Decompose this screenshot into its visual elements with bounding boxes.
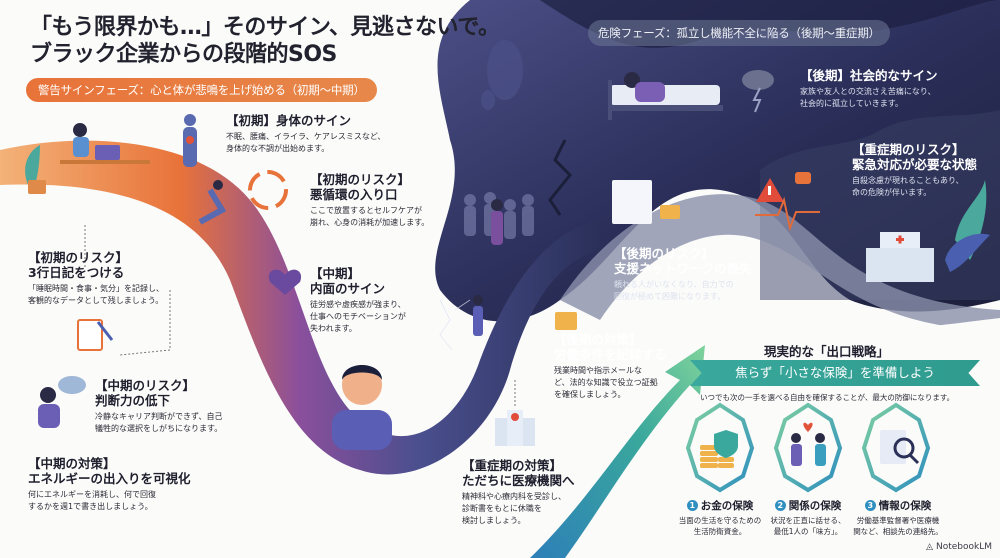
mid-sign-heading-2: 内面のサイン bbox=[310, 281, 386, 296]
late-measure-heading-1: 【後期の対策】 bbox=[554, 332, 642, 347]
mid-sign-block: 【中期】 内面のサイン 徒労感や虚疾感が強まり、 仕事へのモチベーションが 失わ… bbox=[310, 266, 406, 335]
mid-sign-text-1: 徒労感や虚疾感が強まり、 bbox=[310, 300, 406, 309]
insurance-desc-1b: 生活防衛資金。 bbox=[693, 527, 747, 536]
severe-measure-heading-2: ただちに医療機関へ bbox=[462, 473, 575, 488]
mid-measure-block: 【中期の対策】 エネルギーの出入りを可視化 何にエネルギーを消耗し、何で回復 す… bbox=[28, 456, 191, 513]
early-risk-diary-block: 【初期のリスク】 3行日記をつける 「睡眠時間・食事・気分」を記録し、 客観的な… bbox=[28, 250, 164, 307]
severe-risk-block: 【重症期のリスク】 緊急対応が必要な状態 自殺念慮が現れることもあり、 命の危険… bbox=[852, 142, 977, 199]
late-sign-text-1: 家族や友人との交流さえ苦痛になり、 bbox=[800, 87, 936, 96]
late-measure-text-3: を確保しましょう。 bbox=[554, 390, 626, 399]
notebooklm-logo-icon: ◬ bbox=[926, 542, 936, 552]
late-risk-heading-2: 支援ネットワークの喪失 bbox=[614, 261, 752, 276]
severe-measure-block: 【重症期の対策】 ただちに医療機関へ 精神科や心療内科を受診し、 診断書をもとに… bbox=[462, 458, 575, 527]
severe-risk-heading-1: 【重症期のリスク】 bbox=[852, 142, 965, 157]
exit-strategy-subtitle: いつでも次の一手を選べる自由を確保することが、最大の防御になります。 bbox=[700, 393, 955, 402]
mid-sign-text-2: 仕事へのモチベーションが bbox=[310, 312, 406, 321]
severe-measure-heading-1: 【重症期の対策】 bbox=[462, 458, 563, 473]
late-sign-heading: 【後期】社会的なサイン bbox=[800, 68, 938, 83]
late-risk-heading-1: 【後期のリスク】 bbox=[614, 246, 715, 261]
insurance-number-2: 2 bbox=[774, 500, 786, 511]
insurance-title-1: お金の保険 bbox=[700, 500, 754, 512]
early-sign-heading: 【初期】身体のサイン bbox=[226, 113, 352, 128]
insurance-title-3: 情報の保険 bbox=[878, 500, 932, 512]
mid-risk-text-1: 冷静なキャリア判断ができず、自己 bbox=[95, 412, 223, 421]
late-sign-block: 【後期】社会的なサイン 家族や友人との交流さえ苦痛になり、 社会的に孤立していき… bbox=[800, 68, 938, 110]
severe-risk-heading-2: 緊急対応が必要な状態 bbox=[852, 157, 978, 172]
insurance-desc-1a: 当面の生活を守るための bbox=[678, 516, 762, 525]
insurance-title-2: 関係の保険 bbox=[788, 500, 842, 512]
early-sign-text-1: 不眠、腰痛、イライラ、ケアレスミスなど、 bbox=[226, 132, 386, 141]
early-sign-block: 【初期】身体のサイン 不眠、腰痛、イライラ、ケアレスミスなど、 身体的な不調が出… bbox=[226, 113, 385, 155]
mid-risk-block: 【中期のリスク】 判断力の低下 冷静なキャリア判断ができず、自己 犠牲的な選択を… bbox=[95, 378, 222, 435]
early-risk-loop-heading-2: 悪循環の入り口 bbox=[310, 187, 398, 202]
mid-risk-text-2: 犠牲的な選択をしがちになります。 bbox=[95, 424, 223, 433]
late-sign-text-2: 社会的に孤立していきます。 bbox=[800, 99, 903, 108]
early-risk-loop-heading-1: 【初期のリスク】 bbox=[310, 172, 411, 187]
mid-measure-heading-2: エネルギーの出入りを可視化 bbox=[28, 471, 191, 486]
insurance-desc-3a: 労働基準監督署や医療機 bbox=[856, 516, 940, 525]
mid-sign-text-3: 失われます。 bbox=[310, 324, 357, 333]
mid-measure-text-1: 何にエネルギーを消耗し、何で回復 bbox=[28, 490, 156, 499]
brand-watermark: ◬ NotebookLM bbox=[926, 542, 992, 552]
severe-measure-text-2: 診断書をもとに休職を bbox=[462, 504, 542, 513]
late-measure-text-2: ど、法的な知識で役立つ証拠 bbox=[554, 378, 658, 387]
insurance-desc-2b: 最低1人の「味方」。 bbox=[773, 527, 843, 536]
late-risk-block: 【後期のリスク】 支援ネットワークの喪失 頼れる人がいなくなり、自力での 回復が… bbox=[614, 246, 752, 303]
late-measure-text-1: 残業時間や指示メールな bbox=[554, 366, 642, 375]
exit-strategy-title: 現実的な「出口戦略」 bbox=[764, 344, 890, 359]
late-measure-block: 【後期の対策】 労働条件を記録する 残業時間や指示メールな ど、法的な知識で役立… bbox=[554, 332, 667, 401]
late-risk-text-2: 回復が極めて困難になります。 bbox=[614, 292, 726, 301]
mid-sign-heading-1: 【中期】 bbox=[310, 266, 361, 281]
mid-risk-heading-1: 【中期のリスク】 bbox=[95, 378, 196, 393]
mid-measure-text-2: するかを週1で書き出しましょう。 bbox=[28, 502, 153, 511]
exit-strategy-ribbon: 焦らず「小さな保険」を準備しよう bbox=[690, 360, 980, 386]
early-risk-loop-text-2: 崩れ、心身の消耗が加速します。 bbox=[310, 218, 430, 227]
mid-risk-heading-2: 判断力の低下 bbox=[95, 393, 171, 408]
early-risk-loop-block: 【初期のリスク】 悪循環の入り口 ここで放置するとセルフケアが 崩れ、心身の消耗… bbox=[310, 172, 429, 229]
insurance-desc-2a: 状況を正直に話せる、 bbox=[770, 516, 846, 525]
warning-phase-badge: 警告サインフェーズ：心と体が悲鳴を上げ始める（初期〜中期） bbox=[26, 78, 377, 102]
early-risk-diary-heading-2: 3行日記をつける bbox=[28, 265, 125, 280]
title-line-2: ブラック企業からの段階的SOS bbox=[30, 42, 337, 67]
danger-phase-badge: 危険フェーズ：孤立し機能不全に陥る（後期〜重症期） bbox=[588, 20, 890, 46]
mid-measure-heading-1: 【中期の対策】 bbox=[28, 456, 116, 471]
severe-measure-text-3: 検討しましょう。 bbox=[462, 516, 526, 525]
early-risk-diary-text-1: 「睡眠時間・食事・気分」を記録し、 bbox=[28, 284, 164, 293]
early-risk-diary-heading-1: 【初期のリスク】 bbox=[28, 250, 129, 265]
early-sign-text-2: 身体的な不調が出始めます。 bbox=[226, 144, 330, 153]
insurance-number-3: 3 bbox=[864, 500, 876, 511]
late-measure-heading-2: 労働条件を記録する bbox=[554, 347, 667, 362]
early-risk-loop-text-1: ここで放置するとセルフケアが bbox=[310, 206, 422, 215]
insurance-desc-3b: 関など、相談先の連絡先。 bbox=[853, 527, 943, 536]
early-risk-diary-text-2: 客観的なデータとして残しましょう。 bbox=[28, 296, 164, 305]
brand-name: NotebookLM bbox=[935, 542, 992, 552]
severe-risk-text-1: 自殺念慮が現れることもあり、 bbox=[852, 176, 964, 185]
insurance-number-1: 1 bbox=[686, 500, 698, 511]
severe-measure-text-1: 精神科や心療内科を受診し、 bbox=[462, 492, 566, 501]
severe-risk-text-2: 命の危険が伴います。 bbox=[852, 188, 932, 197]
late-risk-text-1: 頼れる人がいなくなり、自力での bbox=[614, 280, 734, 289]
title-line-1: 「もう限界かも…」そのサイン、見逃さないで。 bbox=[30, 15, 500, 40]
page-title: 「もう限界かも…」そのサイン、見逃さないで。 ブラック企業からの段階的SOS bbox=[30, 14, 500, 68]
